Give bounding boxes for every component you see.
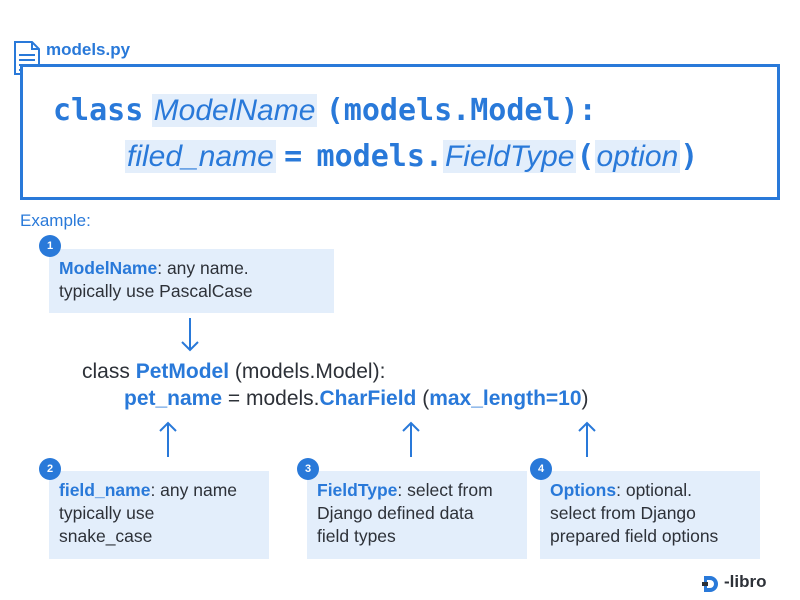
- callout-1-term: ModelName: [59, 258, 158, 278]
- callout-options: Options: optional. select from Django pr…: [540, 471, 760, 559]
- example-class-prefix: class: [82, 360, 136, 383]
- callout-4-line3: prepared field options: [550, 526, 719, 546]
- callout-2-term: field_name: [59, 480, 151, 500]
- callout-1-line2: typically use PascalCase: [59, 281, 253, 301]
- badge-1: 1: [39, 235, 61, 257]
- example-line-class: class PetModel (models.Model):: [82, 360, 385, 384]
- badge-3: 3: [297, 458, 319, 480]
- callout-4-line2: select from Django: [550, 503, 696, 523]
- d-libro-logo-icon: [702, 576, 718, 592]
- example-base-class: (models.Model):: [229, 360, 386, 383]
- syntax-open-paren: (: [576, 139, 595, 174]
- example-option: max_length=10: [429, 387, 582, 410]
- callout-3-line3: field types: [317, 526, 396, 546]
- callout-field-name: field_name: any name typically use snake…: [49, 471, 269, 559]
- syntax-model-name: ModelName: [151, 94, 318, 127]
- callout-3-text: : select from: [397, 480, 493, 500]
- callout-2-text: : any name: [150, 480, 238, 500]
- logo-text: -libro: [724, 572, 767, 591]
- example-model-name: PetModel: [135, 360, 230, 383]
- badge-4: 4: [530, 458, 552, 480]
- syntax-line-class: class ModelName (models.Model):: [53, 94, 597, 128]
- callout-2-line2: typically use: [59, 503, 155, 523]
- syntax-models-prefix: models.: [316, 139, 443, 174]
- syntax-close-paren: ): [680, 139, 699, 174]
- syntax-box: class ModelName (models.Model): filed_na…: [20, 64, 780, 200]
- callout-4-text: : optional.: [616, 480, 692, 500]
- example-field-name: pet_name: [124, 387, 223, 410]
- callout-model-name: ModelName: any name. typically use Pasca…: [49, 249, 334, 313]
- arrow-up-icon: [402, 421, 420, 457]
- badge-2: 2: [39, 458, 61, 480]
- callout-2-line3: snake_case: [59, 526, 153, 546]
- syntax-equals: =: [284, 139, 303, 174]
- arrow-up-icon: [578, 421, 596, 457]
- callout-field-type: FieldType: select from Django defined da…: [307, 471, 527, 559]
- example-open-paren: (: [416, 387, 430, 410]
- example-models-prefix: = models.: [222, 387, 320, 410]
- syntax-field-type: FieldType: [442, 140, 577, 173]
- file-name: models.py: [46, 40, 131, 59]
- callout-3-term: FieldType: [317, 480, 398, 500]
- example-label: Example:: [20, 211, 91, 230]
- arrow-down-icon: [181, 318, 199, 352]
- example-close-paren: ): [581, 387, 589, 410]
- syntax-class-keyword: class: [53, 93, 144, 128]
- syntax-field-name: filed_name: [125, 140, 276, 173]
- callout-4-term: Options: [550, 480, 617, 500]
- example-field-type: CharField: [319, 387, 417, 410]
- syntax-line-field: filed_name = models.FieldType(option): [125, 140, 698, 174]
- syntax-base-class: (models.Model):: [325, 93, 597, 128]
- callout-1-text: : any name.: [157, 258, 249, 278]
- arrow-up-icon: [159, 421, 177, 457]
- callout-3-line2: Django defined data: [317, 503, 474, 523]
- syntax-option: option: [594, 140, 681, 173]
- example-line-field: pet_name = models.CharField (max_length=…: [124, 387, 589, 411]
